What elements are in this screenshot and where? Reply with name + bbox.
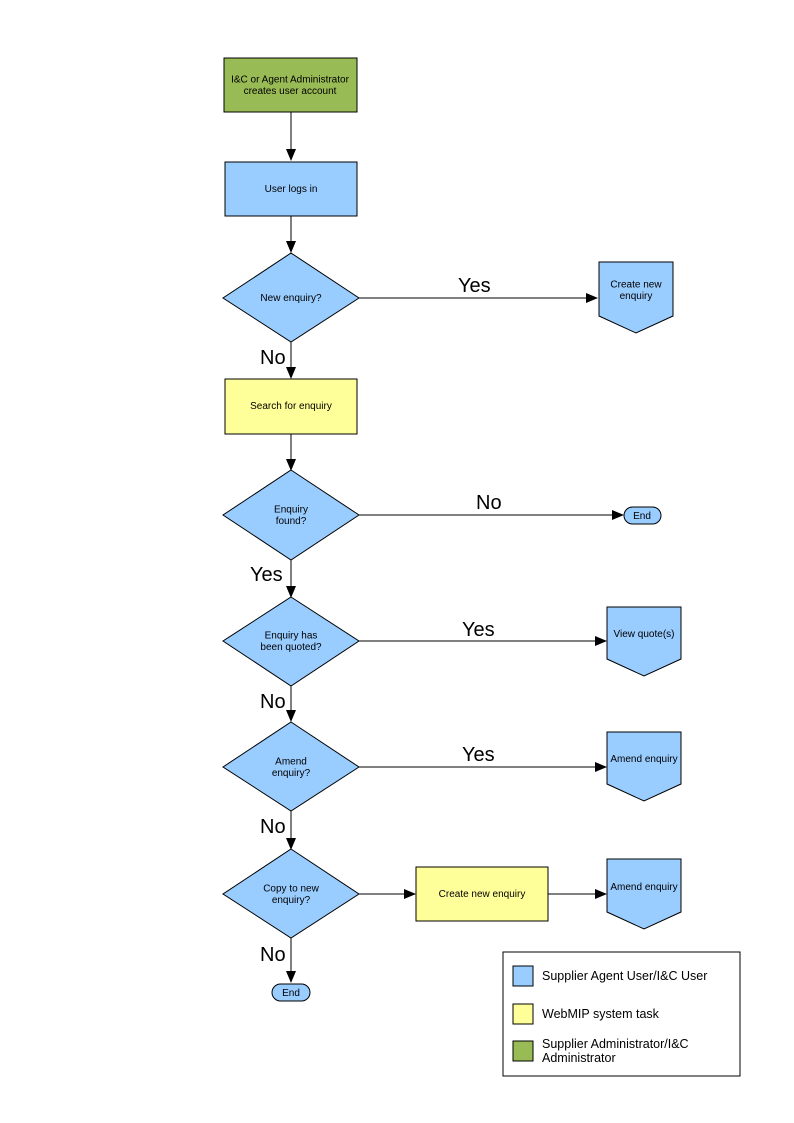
label-quoted-yes: Yes [462,619,495,641]
terminator-end-1 [623,506,662,525]
label-new-yes: Yes [458,275,491,297]
node-amend-enquiry-2-label: Amend enquiry [610,882,677,893]
legend-swatch-system [512,1003,534,1025]
text-line: WebMIP system task [542,1007,660,1021]
text-line: Create new [610,279,662,290]
node-view-quotes-label: View quote(s) [614,629,675,640]
node-create-account [223,57,358,113]
text-line: Supplier Agent User/I&C User [542,969,707,983]
node-create-new-enquiry-2 [415,866,549,922]
terminator-end-2 [271,983,311,1002]
node-amend-enquiry-1 [606,731,682,802]
terminator-end-2-label: End [282,988,300,999]
label-quoted-no: No [260,691,286,713]
text-line: Copy to new [263,883,319,894]
legend-swatch-admin [512,1040,534,1062]
text-line: Amend enquiry [610,882,677,893]
text-line: Search for enquiry [250,401,332,412]
node-search-enquiry-label: Search for enquiry [250,401,332,412]
text-line: creates user account [244,85,337,96]
label-amend-no: No [260,816,286,838]
node-search-enquiry [224,378,358,435]
text-line: Administrator [542,1051,616,1065]
decision-new-enquiry [222,252,360,343]
text-line: I&C or Agent Administrator [231,74,350,85]
decision-new-enquiry-label: New enquiry? [260,293,322,304]
text-line: been quoted? [260,641,322,652]
text-line: Enquiry [274,504,308,515]
text-line: New enquiry? [260,293,322,304]
label-found-no: No [476,492,502,514]
text-line: Supplier Administrator/I&C [542,1037,689,1051]
text-line: End [282,988,300,999]
node-amend-enquiry-1-label: Amend enquiry [610,754,677,765]
text-line: found? [276,515,307,526]
node-user-logs-in-label: User logs in [265,184,318,195]
node-view-quotes [606,606,682,677]
legend-label-user: Supplier Agent User/I&C User [542,969,707,983]
decision-amend-enquiry [222,721,360,812]
legend: Supplier Agent User/I&C User WebMIP syst… [502,951,741,1077]
node-user-logs-in [224,161,358,217]
decision-enquiry-quoted [222,596,360,687]
text-line: Enquiry has [265,630,318,641]
node-amend-enquiry-2 [606,858,682,930]
text-line: enquiry [620,290,653,301]
label-copy-no: No [260,944,286,966]
legend-label-system: WebMIP system task [542,1007,660,1021]
edges [286,112,624,983]
legend-swatch-user [512,965,534,987]
text-line: Amend [275,756,307,767]
text-line: Amend enquiry [610,754,677,765]
node-create-new-enquiry-2-label: Create new enquiry [439,889,526,900]
node-create-new-enquiry-1 [598,261,674,334]
label-found-yes: Yes [250,564,283,586]
text-line: User logs in [265,184,318,195]
text-line: enquiry? [272,894,311,905]
text-line: End [633,511,651,522]
edge-labels: Yes No No Yes Yes No Yes No No [250,275,502,966]
label-new-no: No [260,347,286,369]
terminator-end-1-label: End [633,511,651,522]
decision-copy-enquiry [222,848,360,939]
legend-frame [502,951,741,1077]
decision-enquiry-found [222,469,360,561]
text-line: Create new enquiry [439,889,526,900]
label-amend-yes: Yes [462,744,495,766]
text-line: enquiry? [272,767,311,778]
text-line: View quote(s) [614,629,675,640]
